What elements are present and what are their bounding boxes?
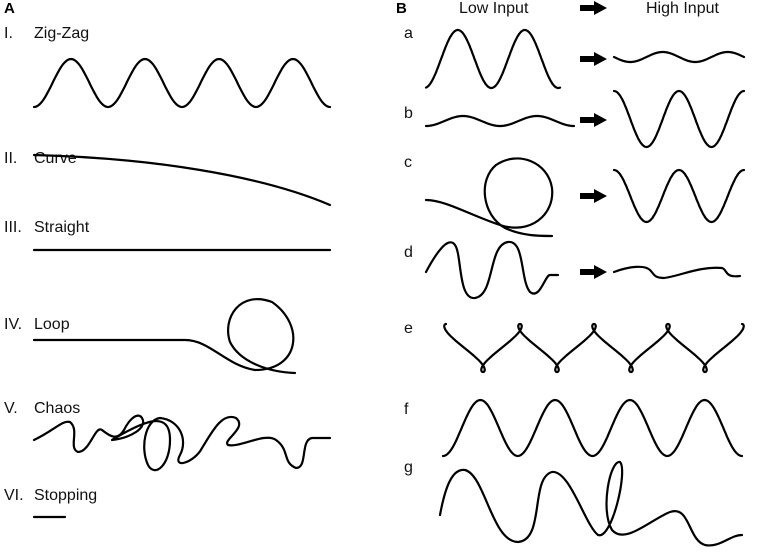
row-e-path xyxy=(443,322,745,374)
row-f-path xyxy=(441,398,744,458)
row-g-letter: g xyxy=(404,459,413,476)
row-e-letter: e xyxy=(404,320,413,337)
row-iv-name: Loop xyxy=(34,316,70,333)
row-f-letter: f xyxy=(404,401,409,418)
row-b-arrow-icon xyxy=(580,113,607,127)
row-ii-name: Curve xyxy=(34,150,77,167)
header-low-input: Low Input xyxy=(459,0,529,17)
row-c-high-input-path xyxy=(612,168,746,224)
row-d-arrow-icon xyxy=(580,265,607,279)
row-c-low-input-path xyxy=(424,157,554,238)
panel-a-label: A xyxy=(4,0,15,17)
row-c-arrow-icon xyxy=(580,189,607,203)
row-ii-numeral: II. xyxy=(4,150,17,167)
panel-b-label: B xyxy=(396,0,407,17)
row-b-low-input-path xyxy=(424,114,576,128)
row-i-numeral: I. xyxy=(4,25,13,42)
row-vi-numeral: VI. xyxy=(4,487,24,504)
row-v-numeral: V. xyxy=(4,400,18,417)
row-vi-name: Stopping xyxy=(34,487,97,504)
row-a-high-input-path xyxy=(612,50,746,64)
loop-path xyxy=(32,298,297,375)
header-arrow-icon xyxy=(580,1,607,15)
row-i-name: Zig-Zag xyxy=(34,25,89,42)
row-d-letter: d xyxy=(404,244,413,261)
header-high-input: High Input xyxy=(646,0,719,17)
row-iii-name: Straight xyxy=(34,219,90,236)
row-b-letter: b xyxy=(404,105,413,122)
row-v-name: Chaos xyxy=(34,400,80,417)
row-d-high-input-path xyxy=(612,265,742,280)
row-d-low-input-path xyxy=(424,240,560,300)
zig-zag-path xyxy=(32,57,332,109)
row-iv-numeral: IV. xyxy=(4,316,22,333)
chaos-path xyxy=(32,414,332,472)
row-iii-numeral: III. xyxy=(4,219,22,236)
row-c-letter: c xyxy=(404,154,412,171)
row-a-low-input-path xyxy=(424,28,562,90)
row-g-path xyxy=(438,460,744,547)
curve-path xyxy=(32,153,332,207)
row-b-high-input-path xyxy=(612,89,746,149)
row-a-letter: a xyxy=(404,25,413,42)
row-a-arrow-icon xyxy=(580,52,607,66)
